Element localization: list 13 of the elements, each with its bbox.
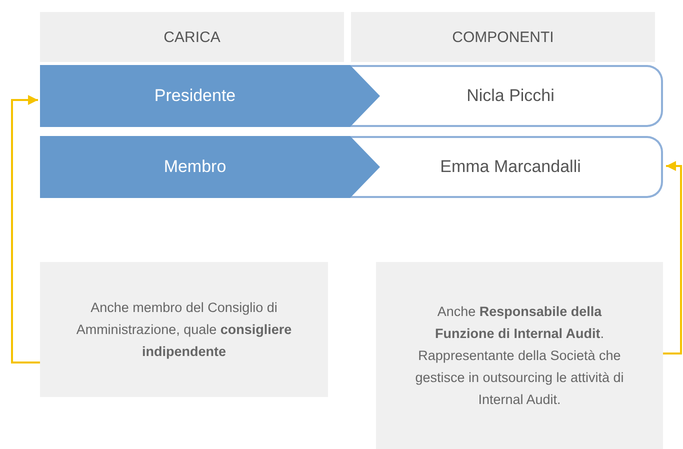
column-header: COMPONENTI bbox=[351, 12, 655, 62]
member-name-box: Emma Marcandalli bbox=[380, 136, 663, 198]
role-label: Membro bbox=[164, 157, 226, 177]
connector-arrow bbox=[11, 95, 40, 364]
member-name-box: Nicla Picchi bbox=[380, 65, 663, 127]
note-text: Anche Responsabile della Funzione di Internal Audit. bbox=[434, 302, 605, 342]
note-text: Rappresentante della Società che gestisce in outsourcing le attività di Internal Audit. bbox=[414, 346, 625, 408]
note-card bbox=[40, 262, 328, 397]
note-card bbox=[376, 262, 663, 449]
role-label: Presidente bbox=[154, 86, 236, 106]
connector-arrow bbox=[663, 161, 682, 354]
note-text: Anche membro del Consiglio di Amministrazione, quale consigliere indipendente bbox=[75, 298, 293, 361]
column-header: CARICA bbox=[40, 12, 344, 62]
